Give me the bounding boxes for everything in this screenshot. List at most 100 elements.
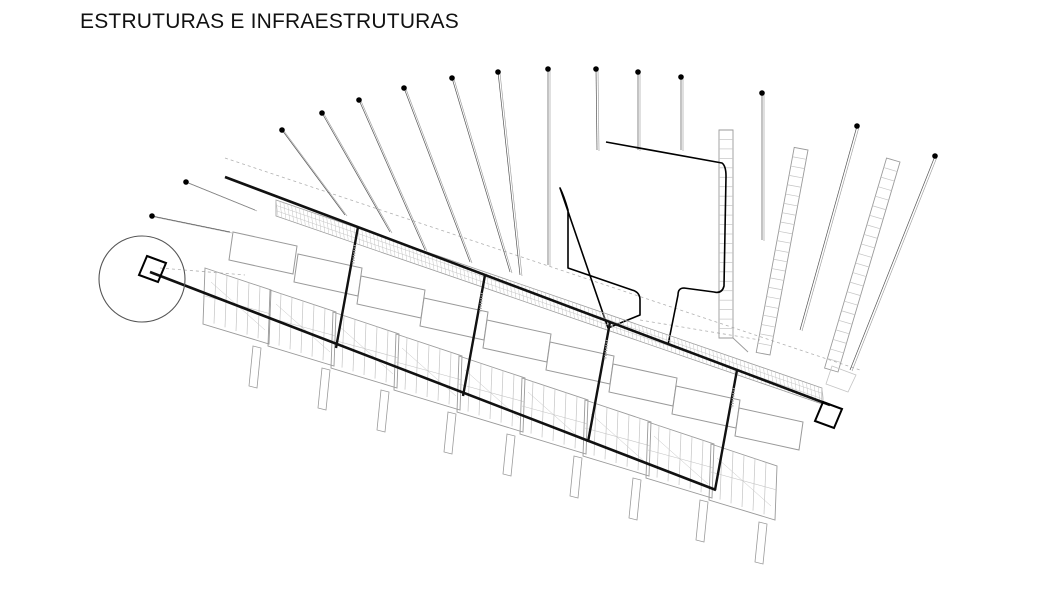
- walkway-hatch: [509, 280, 513, 297]
- walkway-hatch: [287, 203, 290, 221]
- walkway-hatch: [513, 281, 517, 298]
- parking-edge: [732, 337, 749, 353]
- walkway-hatch: [365, 230, 368, 247]
- walkway-hatch: [720, 353, 723, 370]
- walkway-hatch: [529, 287, 532, 304]
- finger-pier: [754, 521, 768, 565]
- pole-dot: [932, 153, 938, 159]
- parking-stall: [788, 175, 803, 179]
- walkway-hatch: [552, 295, 556, 312]
- berth-divider: [278, 293, 282, 346]
- parking-strip: [824, 157, 901, 373]
- parking-stall: [792, 156, 807, 160]
- walkway-hatch: [505, 279, 509, 296]
- walkway-hatch: [704, 347, 708, 364]
- walkway-hatch: [712, 350, 716, 367]
- node-square-left: [137, 254, 168, 284]
- parking-stall: [835, 329, 850, 335]
- pole-line: [499, 72, 523, 277]
- berth-divider: [448, 352, 452, 405]
- walkway-hatch: [396, 241, 400, 258]
- walkway-hatch: [564, 299, 567, 316]
- canopy-block: [545, 341, 615, 385]
- berth-divider: [730, 451, 734, 504]
- parking-stall: [783, 203, 798, 207]
- walkway-hatch: [310, 212, 314, 229]
- berth-grid: [584, 427, 652, 447]
- walkway-hatch: [724, 354, 727, 371]
- pole-dot: [854, 123, 860, 129]
- berth-divider: [437, 348, 441, 401]
- walkway-hatch: [322, 216, 326, 233]
- pole-line: [403, 87, 471, 263]
- building-outline: [559, 141, 727, 346]
- parking-stall: [759, 333, 774, 337]
- berth-divider: [593, 403, 597, 456]
- berth-divider: [352, 319, 356, 372]
- walkway-hatch: [572, 302, 575, 319]
- connector-beam: [461, 274, 487, 397]
- walkway-hatch: [685, 340, 688, 358]
- pole-dot: [759, 90, 765, 96]
- walkway-hatch: [728, 355, 731, 372]
- stair-hatch: [730, 387, 736, 409]
- walkway-hatch: [696, 344, 700, 362]
- walkway-hatch: [517, 283, 521, 300]
- parking-stall: [861, 243, 875, 249]
- walkway-hatch: [404, 244, 407, 261]
- berth-divider: [415, 341, 419, 394]
- walkway-hatch: [576, 303, 579, 320]
- berth-divider: [311, 304, 315, 357]
- walkway-hatch: [560, 297, 563, 315]
- pole-dot: [495, 69, 501, 75]
- walkway-hatch: [283, 202, 287, 219]
- walkway-hatch: [291, 205, 294, 222]
- walkway-hatch: [392, 240, 396, 257]
- berth-grid: [527, 391, 583, 441]
- berth-divider: [478, 363, 482, 416]
- berth-divider: [752, 458, 756, 511]
- parking-stall: [849, 281, 864, 287]
- finger-pier: [248, 345, 262, 389]
- light-poles: [149, 66, 938, 372]
- dashed-guides: [159, 157, 861, 371]
- walkway-hatch: [544, 292, 548, 309]
- pole-dot: [593, 66, 599, 72]
- dashed-guide: [639, 319, 761, 341]
- walkway-hatch: [420, 249, 423, 266]
- pole-line: [323, 113, 393, 234]
- berth-grid: [647, 449, 715, 469]
- pole-line: [799, 125, 858, 331]
- parking-stall: [858, 253, 872, 258]
- walkway-hatch: [669, 335, 673, 352]
- pole-dot: [149, 213, 155, 219]
- canopy-block: [228, 231, 298, 275]
- parking-stall: [838, 319, 853, 325]
- pole-dot: [678, 74, 684, 80]
- pole-line: [851, 156, 938, 372]
- parking-stall: [780, 221, 795, 225]
- berth-grid: [710, 471, 778, 491]
- pole-line: [595, 68, 598, 151]
- pole-line: [497, 71, 521, 276]
- walkway-hatch: [673, 336, 677, 354]
- berth-divider: [322, 308, 326, 361]
- walkway-hatch: [716, 351, 719, 368]
- walkway-hatch: [318, 214, 322, 231]
- parking-stall: [832, 339, 847, 344]
- main-structure: [149, 175, 831, 492]
- finger-pier: [502, 433, 516, 477]
- parking-stall: [768, 286, 783, 291]
- walkway-hatch: [384, 237, 388, 254]
- parking-stall: [872, 205, 887, 211]
- parking-stall: [761, 324, 776, 328]
- pole-dot: [635, 69, 641, 75]
- walkway-hatch: [681, 339, 684, 356]
- end-nodes: [98, 235, 857, 430]
- parking-stall: [773, 258, 788, 263]
- canopy-block: [482, 319, 552, 363]
- parking-stall: [866, 224, 881, 230]
- pole-dot: [183, 179, 189, 185]
- parking-stall: [841, 310, 856, 316]
- parking-stall: [775, 249, 790, 253]
